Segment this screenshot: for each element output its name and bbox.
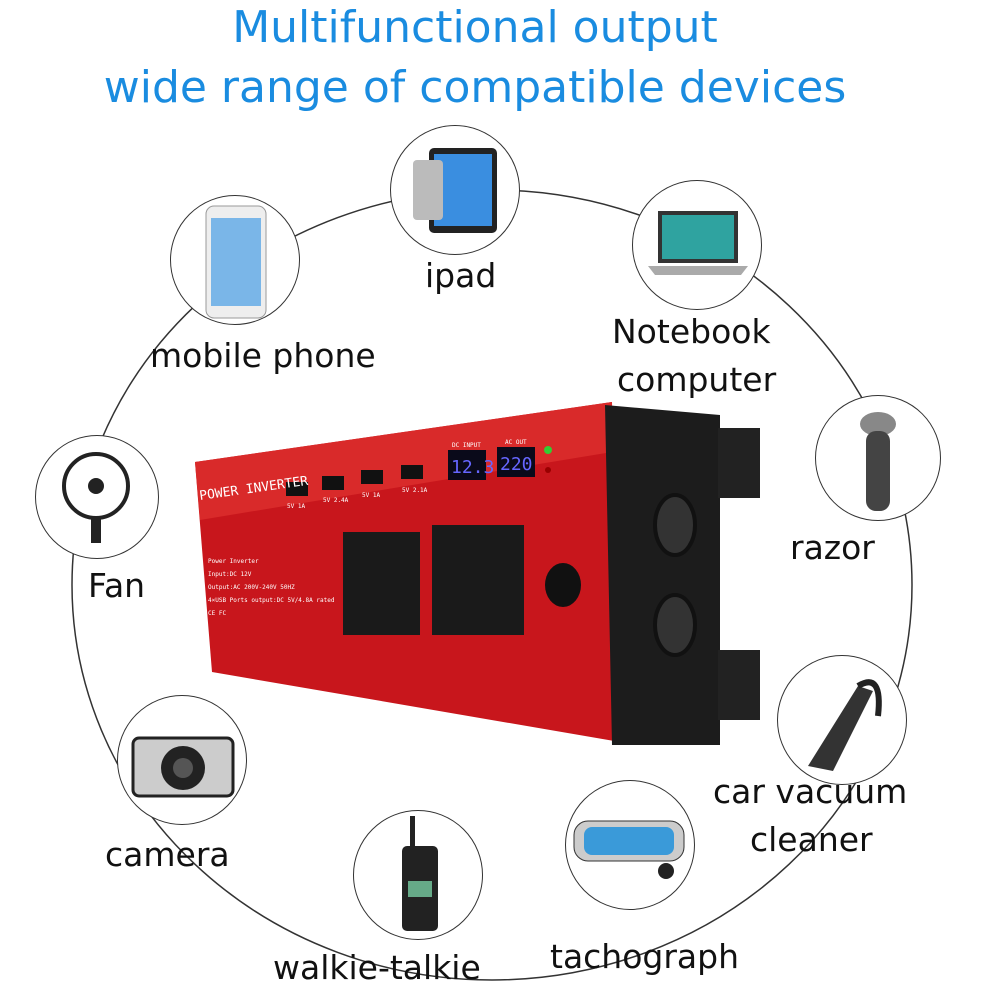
label-cleaner: cleaner	[750, 820, 873, 859]
dc-input-label: DC INPUT	[452, 442, 481, 449]
label-tachograph: tachograph	[550, 937, 740, 976]
fan-circle	[35, 435, 159, 559]
headline-line2: wide range of compatible devices	[103, 62, 847, 113]
tachograph-circle	[565, 780, 695, 910]
phone-icon	[205, 205, 267, 319]
vacuum-icon	[808, 679, 882, 771]
ac-voltage-display: 220	[500, 454, 533, 475]
spec-text: Power Inverter Input:DC 12V Output:AC 20…	[208, 558, 335, 617]
usb1-label: 5V 1A	[287, 503, 305, 510]
svg-text:CE FC: CE FC	[208, 610, 226, 617]
headline-line1: Multifunctional output	[232, 2, 718, 53]
svg-text:4×USB Ports output:DC 5V/4.8A: 4×USB Ports output:DC 5V/4.8A rated	[208, 597, 335, 604]
vacuum-circle	[777, 655, 907, 785]
notebook-circle	[632, 180, 762, 310]
usb2-label: 5V 2.4A	[323, 497, 349, 504]
laptop-icon	[648, 211, 748, 275]
label-ipad: ipad	[425, 256, 497, 295]
label-camera: camera	[105, 835, 230, 874]
ipad-circle	[390, 125, 520, 255]
usb4-label: 5V 2.1A	[402, 487, 428, 494]
label-car-vacuum: car vacuum	[713, 772, 908, 811]
walkie-talkie-circle	[353, 810, 483, 940]
fan-icon	[62, 452, 130, 543]
svg-text:Power Inverter: Power Inverter	[208, 558, 259, 565]
label-mobile-phone: mobile phone	[150, 336, 376, 375]
razor-icon	[860, 412, 896, 511]
walkie-talkie-icon	[402, 816, 438, 931]
usb3-label: 5V 1A	[362, 492, 380, 499]
razor-circle	[815, 395, 941, 521]
mobile-phone-circle	[170, 195, 300, 325]
dc-voltage-display: 12.3	[451, 457, 494, 478]
svg-text:Output:AC 200V-240V 50HZ: Output:AC 200V-240V 50HZ	[208, 584, 295, 591]
svg-text:Input:DC 12V: Input:DC 12V	[208, 571, 252, 578]
camera-circle	[117, 695, 247, 825]
ac-out-label: AC OUT	[505, 439, 527, 446]
camera-icon	[131, 736, 235, 798]
dashcam-icon	[573, 820, 685, 879]
label-fan: Fan	[88, 566, 146, 605]
label-walkie-talkie: walkie-talkie	[273, 948, 481, 987]
label-razor: razor	[790, 528, 875, 567]
label-notebook: Notebook	[612, 312, 771, 351]
tablet-icon	[413, 148, 497, 233]
label-computer: computer	[617, 360, 777, 399]
